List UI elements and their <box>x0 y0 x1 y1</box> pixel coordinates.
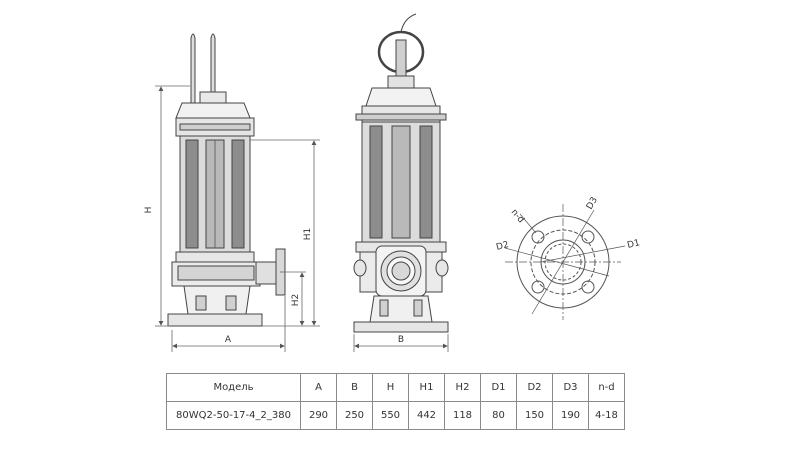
pump-drawing: H H1 H2 A B <box>144 13 641 352</box>
header-b: B <box>336 373 373 402</box>
dim-b-label: B <box>398 335 404 345</box>
cell-d1: 80 <box>480 401 517 430</box>
cell-nd: 4-18 <box>588 401 625 430</box>
flange-view <box>504 204 626 320</box>
flange-d1-label: D1 <box>626 238 641 251</box>
flange-d2-label: D2 <box>495 240 510 253</box>
flange-d3-label: D3 <box>585 196 600 212</box>
cell-model: 80WQ2-50-17-4_2_380 <box>166 401 301 430</box>
dim-h1-label: H1 <box>303 228 313 241</box>
pump-side-view <box>167 33 286 327</box>
dim-h-label: H <box>144 207 154 214</box>
table-header-row: Модель A B H H1 H2 D1 D2 D3 n-d <box>166 373 625 402</box>
header-nd: n-d <box>588 373 625 402</box>
header-h1: H1 <box>408 373 445 402</box>
dim-a-label: A <box>225 335 232 345</box>
cell-d2: 150 <box>516 401 553 430</box>
header-h2: H2 <box>444 373 481 402</box>
cell-d3: 190 <box>552 401 589 430</box>
cell-h: 550 <box>372 401 409 430</box>
cell-a: 290 <box>300 401 337 430</box>
header-d1: D1 <box>480 373 517 402</box>
cell-h1: 442 <box>408 401 445 430</box>
header-a: A <box>300 373 337 402</box>
dim-h2-label: H2 <box>291 294 301 307</box>
cell-b: 250 <box>336 401 373 430</box>
pump-front-view <box>353 13 449 333</box>
header-model: Модель <box>166 373 301 402</box>
header-h: H <box>372 373 409 402</box>
cell-h2: 118 <box>444 401 481 430</box>
header-d2: D2 <box>516 373 553 402</box>
side-dimensions <box>155 85 320 352</box>
front-dimensions <box>353 334 449 352</box>
flange-nd-label: n-d <box>509 208 526 226</box>
header-d3: D3 <box>552 373 589 402</box>
table-row: 80WQ2-50-17-4_2_380 290 250 550 442 118 … <box>166 401 625 430</box>
spec-table: Модель A B H H1 H2 D1 D2 D3 n-d 80WQ2-50… <box>166 373 625 430</box>
